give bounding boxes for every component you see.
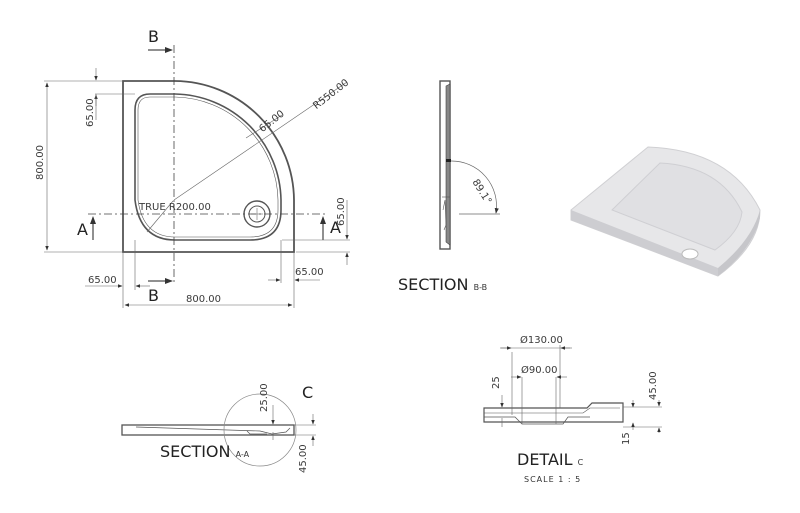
isometric-view: [570, 146, 761, 277]
section-marker-b-top: B: [148, 27, 159, 46]
section-marker-b-bottom: B: [148, 286, 159, 305]
detail-c-title: DETAIL C: [517, 450, 584, 469]
dim-top-rim: 65.00: [85, 98, 96, 127]
dim-bottom: 15: [621, 432, 632, 445]
dim-aa-bottom: 45.00: [298, 444, 309, 473]
section-marker-a-right: A: [330, 218, 341, 237]
dim-overall-width: 800.00: [186, 294, 221, 305]
section-aa-title: SECTION A-A: [160, 442, 250, 461]
dim-inner-radius: TRUE R200.00: [139, 202, 211, 213]
detail-c-scale: SCALE 1 : 5: [524, 475, 582, 484]
dim-bottom-right-rim: 65.00: [295, 267, 324, 278]
dim-inner-diameter: Ø90.00: [521, 365, 558, 376]
section-bb-view: [439, 80, 500, 250]
dim-right-rim: 65.00: [336, 197, 347, 226]
dim-overall-height: 800.00: [35, 145, 46, 180]
dim-bottom-left-rim: 65.00: [88, 275, 117, 286]
dim-height-right: 45.00: [648, 371, 659, 400]
dim-aa-top: 25.00: [259, 383, 270, 412]
detail-c-circle: [223, 393, 297, 467]
section-bb-title: SECTION B-B: [398, 275, 488, 294]
section-marker-a-left: A: [77, 220, 88, 239]
plan-view: [44, 45, 350, 308]
section-aa-view: [121, 393, 316, 467]
dim-depth-left: 25: [491, 376, 502, 389]
detail-c-view: [483, 345, 662, 433]
basin-outline: [134, 93, 282, 241]
detail-c-marker: C: [302, 383, 314, 402]
tray-outline: [122, 80, 295, 253]
dim-outer-diameter: Ø130.00: [520, 335, 563, 346]
